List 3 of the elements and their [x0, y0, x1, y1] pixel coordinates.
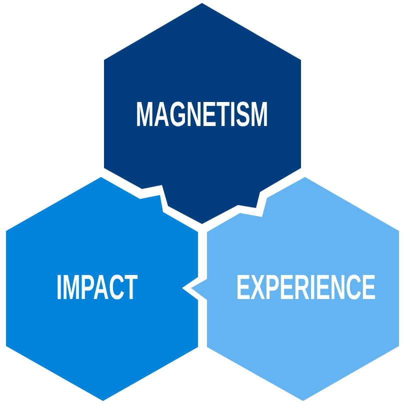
hexagon-tile: EXPERIENCE: [191, 177, 399, 401]
hexagon-tile: MAGNETISM: [104, 3, 301, 224]
hexagon-tile: IMPACT: [6, 177, 198, 401]
